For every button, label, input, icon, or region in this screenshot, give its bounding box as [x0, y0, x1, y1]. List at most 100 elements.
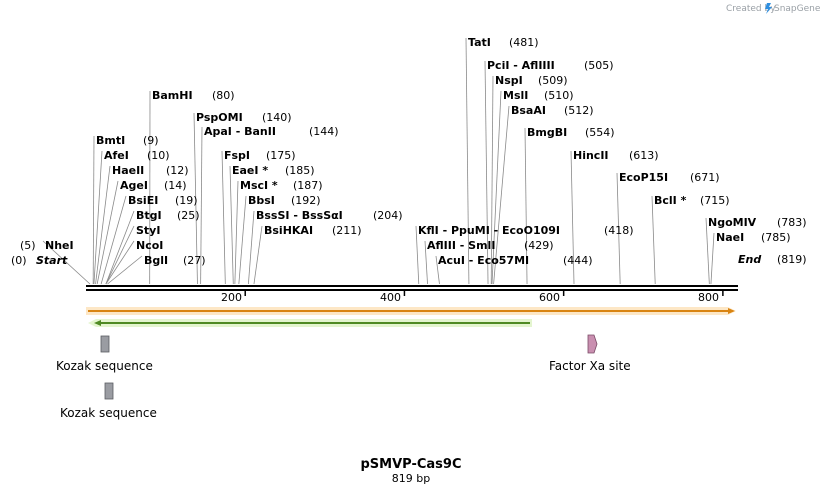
site-label-ecop15i[interactable]: EcoP15I: [619, 171, 668, 184]
map-title: pSMVP-Cas9C 819 bp: [361, 457, 462, 485]
site-pos: (785): [761, 231, 791, 244]
site-label-bmgbi[interactable]: BmgBI: [527, 126, 567, 139]
site-pos: (9): [143, 134, 159, 147]
site-pos: (671): [690, 171, 720, 184]
site-pos: (25): [177, 209, 200, 222]
tick-label: 800: [698, 291, 719, 304]
site-pos: (19): [175, 194, 198, 207]
feature-label-kozak: Kozak sequence: [56, 359, 153, 373]
site-label-bsiei[interactable]: BsiEI: [128, 194, 158, 207]
site-leader-line: [92, 135, 95, 285]
ruler-ticks: [244, 291, 724, 296]
site-label-hincii[interactable]: HincII: [573, 149, 609, 162]
site-label-eaei[interactable]: EaeI *: [232, 164, 268, 177]
site-label-bsihkai[interactable]: BsiHKAI: [264, 224, 313, 237]
site-leader-line: [105, 240, 135, 285]
sequence-ruler: 200 400 600 800: [86, 285, 738, 304]
site-pos: (512): [564, 104, 594, 117]
site-pos: (80): [212, 89, 235, 102]
site-leader-lines: [42, 37, 715, 285]
ruler-bottom-strand: [86, 289, 738, 291]
kozak-sequence-marker[interactable]: [104, 382, 114, 400]
site-label-ngomiv[interactable]: NgoMIV: [708, 216, 757, 229]
site-leader-line: [221, 150, 226, 285]
site-pos: (429): [524, 239, 554, 252]
restriction-site-labels: (5) NheI BmtI (9) AfeI (10) HaeII (12) A…: [20, 36, 807, 267]
site-leader-line: [100, 195, 127, 285]
site-label-bcli[interactable]: BclI *: [654, 194, 687, 207]
site-pos: (12): [166, 164, 189, 177]
site-leader-line: [616, 172, 621, 285]
end-pos: (819): [777, 253, 807, 266]
site-label-fspi[interactable]: FspI: [224, 149, 250, 162]
site-label-msli[interactable]: MslI: [503, 89, 528, 102]
plasmid-name: pSMVP-Cas9C: [361, 457, 462, 472]
site-label-bmti[interactable]: BmtI: [96, 134, 125, 147]
site-leader-line: [705, 217, 710, 285]
tick-label: 600: [539, 291, 560, 304]
site-pos: (481): [509, 36, 539, 49]
site-label-pcii-afliiii[interactable]: PciI - AflIIII: [487, 59, 555, 72]
site-pos: (192): [291, 194, 321, 207]
site-label-bsaai[interactable]: BsaAI: [511, 104, 546, 117]
site-leader-line: [107, 255, 143, 285]
site-leader-line: [435, 255, 440, 285]
factor-xa-site-marker[interactable]: [587, 334, 598, 354]
site-label-acui-eco57mi[interactable]: AcuI - Eco57MI: [438, 254, 529, 267]
site-label-agei[interactable]: AgeI: [120, 179, 148, 192]
site-pos: (140): [262, 111, 292, 124]
site-leader-line: [42, 240, 91, 285]
green-cds-arrow[interactable]: [88, 319, 532, 327]
site-leader-line: [229, 165, 234, 285]
site-leader-line: [570, 150, 575, 285]
snapgene-logo-icon: [765, 3, 772, 14]
site-leader-line: [484, 60, 489, 285]
site-label-bgli[interactable]: BglI: [144, 254, 168, 267]
site-label-afliii-smli[interactable]: AflIII - SmlI: [427, 239, 495, 252]
site-label-bsssi[interactable]: BssSI - BssSαI: [256, 209, 343, 222]
site-label-tati[interactable]: TatI: [468, 36, 491, 49]
site-pos: (554): [585, 126, 615, 139]
end-label: End: [738, 253, 761, 266]
site-leader-line: [234, 180, 239, 285]
site-leader-line: [238, 195, 247, 285]
ruler-top-strand: [86, 285, 738, 287]
site-label-btgi[interactable]: BtgI: [136, 209, 162, 222]
site-label-haeii[interactable]: HaeII: [112, 164, 144, 177]
site-label-apai-banii[interactable]: ApaI - BanII: [204, 125, 276, 138]
site-leader-line: [96, 180, 119, 285]
site-pos: (418): [604, 224, 634, 237]
start-pos: (0): [11, 254, 27, 267]
site-label-msci[interactable]: MscI *: [240, 179, 278, 192]
site-label-nhei[interactable]: NheI: [45, 239, 74, 252]
site-label-bbsi[interactable]: BbsI: [248, 194, 275, 207]
snapgene-credit: Created by SnapGene: [726, 3, 821, 14]
site-pos: (444): [563, 254, 593, 267]
kozak-sequence-marker[interactable]: [100, 335, 110, 353]
sequence-ends: (0) Start End (819): [11, 253, 807, 267]
site-label-pspomi[interactable]: PspOMI: [196, 111, 243, 124]
site-pos: (505): [584, 59, 614, 72]
site-label-kfli-ppumi-ecoo109i[interactable]: KflI - PpuMI - EcoO109I: [418, 224, 560, 237]
site-pos: (510): [544, 89, 574, 102]
site-label-ncoi[interactable]: NcoI: [136, 239, 163, 252]
plasmid-length: 819 bp: [392, 472, 430, 485]
site-pos: (187): [293, 179, 323, 192]
site-leader-line: [95, 165, 111, 285]
credit-brand: SnapGene: [774, 4, 821, 14]
site-leader-line: [105, 225, 135, 285]
site-pos: (509): [538, 74, 568, 87]
site-label-nspi[interactable]: NspI: [495, 74, 523, 87]
site-label-naei[interactable]: NaeI: [716, 231, 744, 244]
site-label-afei[interactable]: AfeI: [104, 149, 129, 162]
start-label: Start: [36, 254, 68, 267]
site-pos: (211): [332, 224, 362, 237]
site-leader-line: [93, 150, 103, 285]
orange-cds-arrow[interactable]: [86, 307, 736, 315]
site-leader-line: [193, 112, 198, 285]
site-label-bamhi[interactable]: BamHI: [152, 89, 193, 102]
site-label-styi[interactable]: StyI: [136, 224, 160, 237]
site-leader-line: [253, 225, 263, 285]
site-leader-line: [490, 75, 494, 285]
